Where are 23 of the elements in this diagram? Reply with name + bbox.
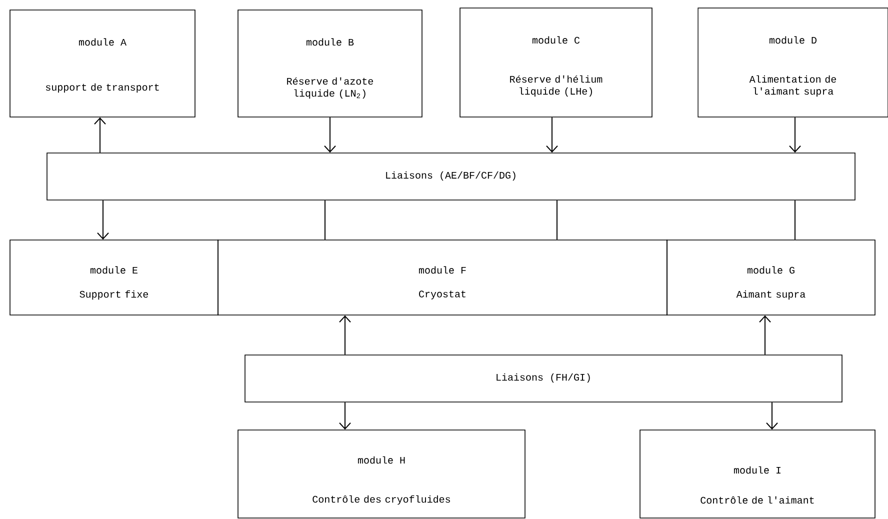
link-bar: Liaisons (AE/BF/CF/DG): [46, 152, 856, 200]
module-box: module C Réserve d'hélium liquide (LHe): [460, 8, 652, 118]
arrow: [94, 117, 106, 154]
module-box: module G Aimant supra: [666, 240, 876, 316]
module-box: module I Contrôle de l'aimant: [640, 430, 876, 518]
arrow: [789, 116, 801, 153]
arrow: [546, 116, 558, 153]
link-bar: Liaisons (FH/GI): [244, 354, 842, 402]
module-box: module A support de transport: [10, 10, 196, 118]
module-box: module B Réserve d'azote liquide (LN$_{2}$): [238, 10, 422, 118]
connector-line: [794, 200, 796, 240]
connector-line: [324, 200, 326, 240]
arrow: [324, 116, 336, 153]
arrow: [97, 200, 109, 240]
module-box: module E Support fixe: [10, 240, 218, 316]
arrow: [339, 402, 351, 430]
connector-line: [556, 200, 558, 240]
module-box: module F Cryostat: [218, 240, 668, 316]
module-box: module D Alimentation de l'aimant supra: [698, 8, 888, 118]
arrow: [766, 402, 778, 430]
arrow: [339, 315, 351, 356]
arrow: [759, 315, 772, 356]
module-box: module H Contrôle des cryofluides: [238, 430, 526, 518]
